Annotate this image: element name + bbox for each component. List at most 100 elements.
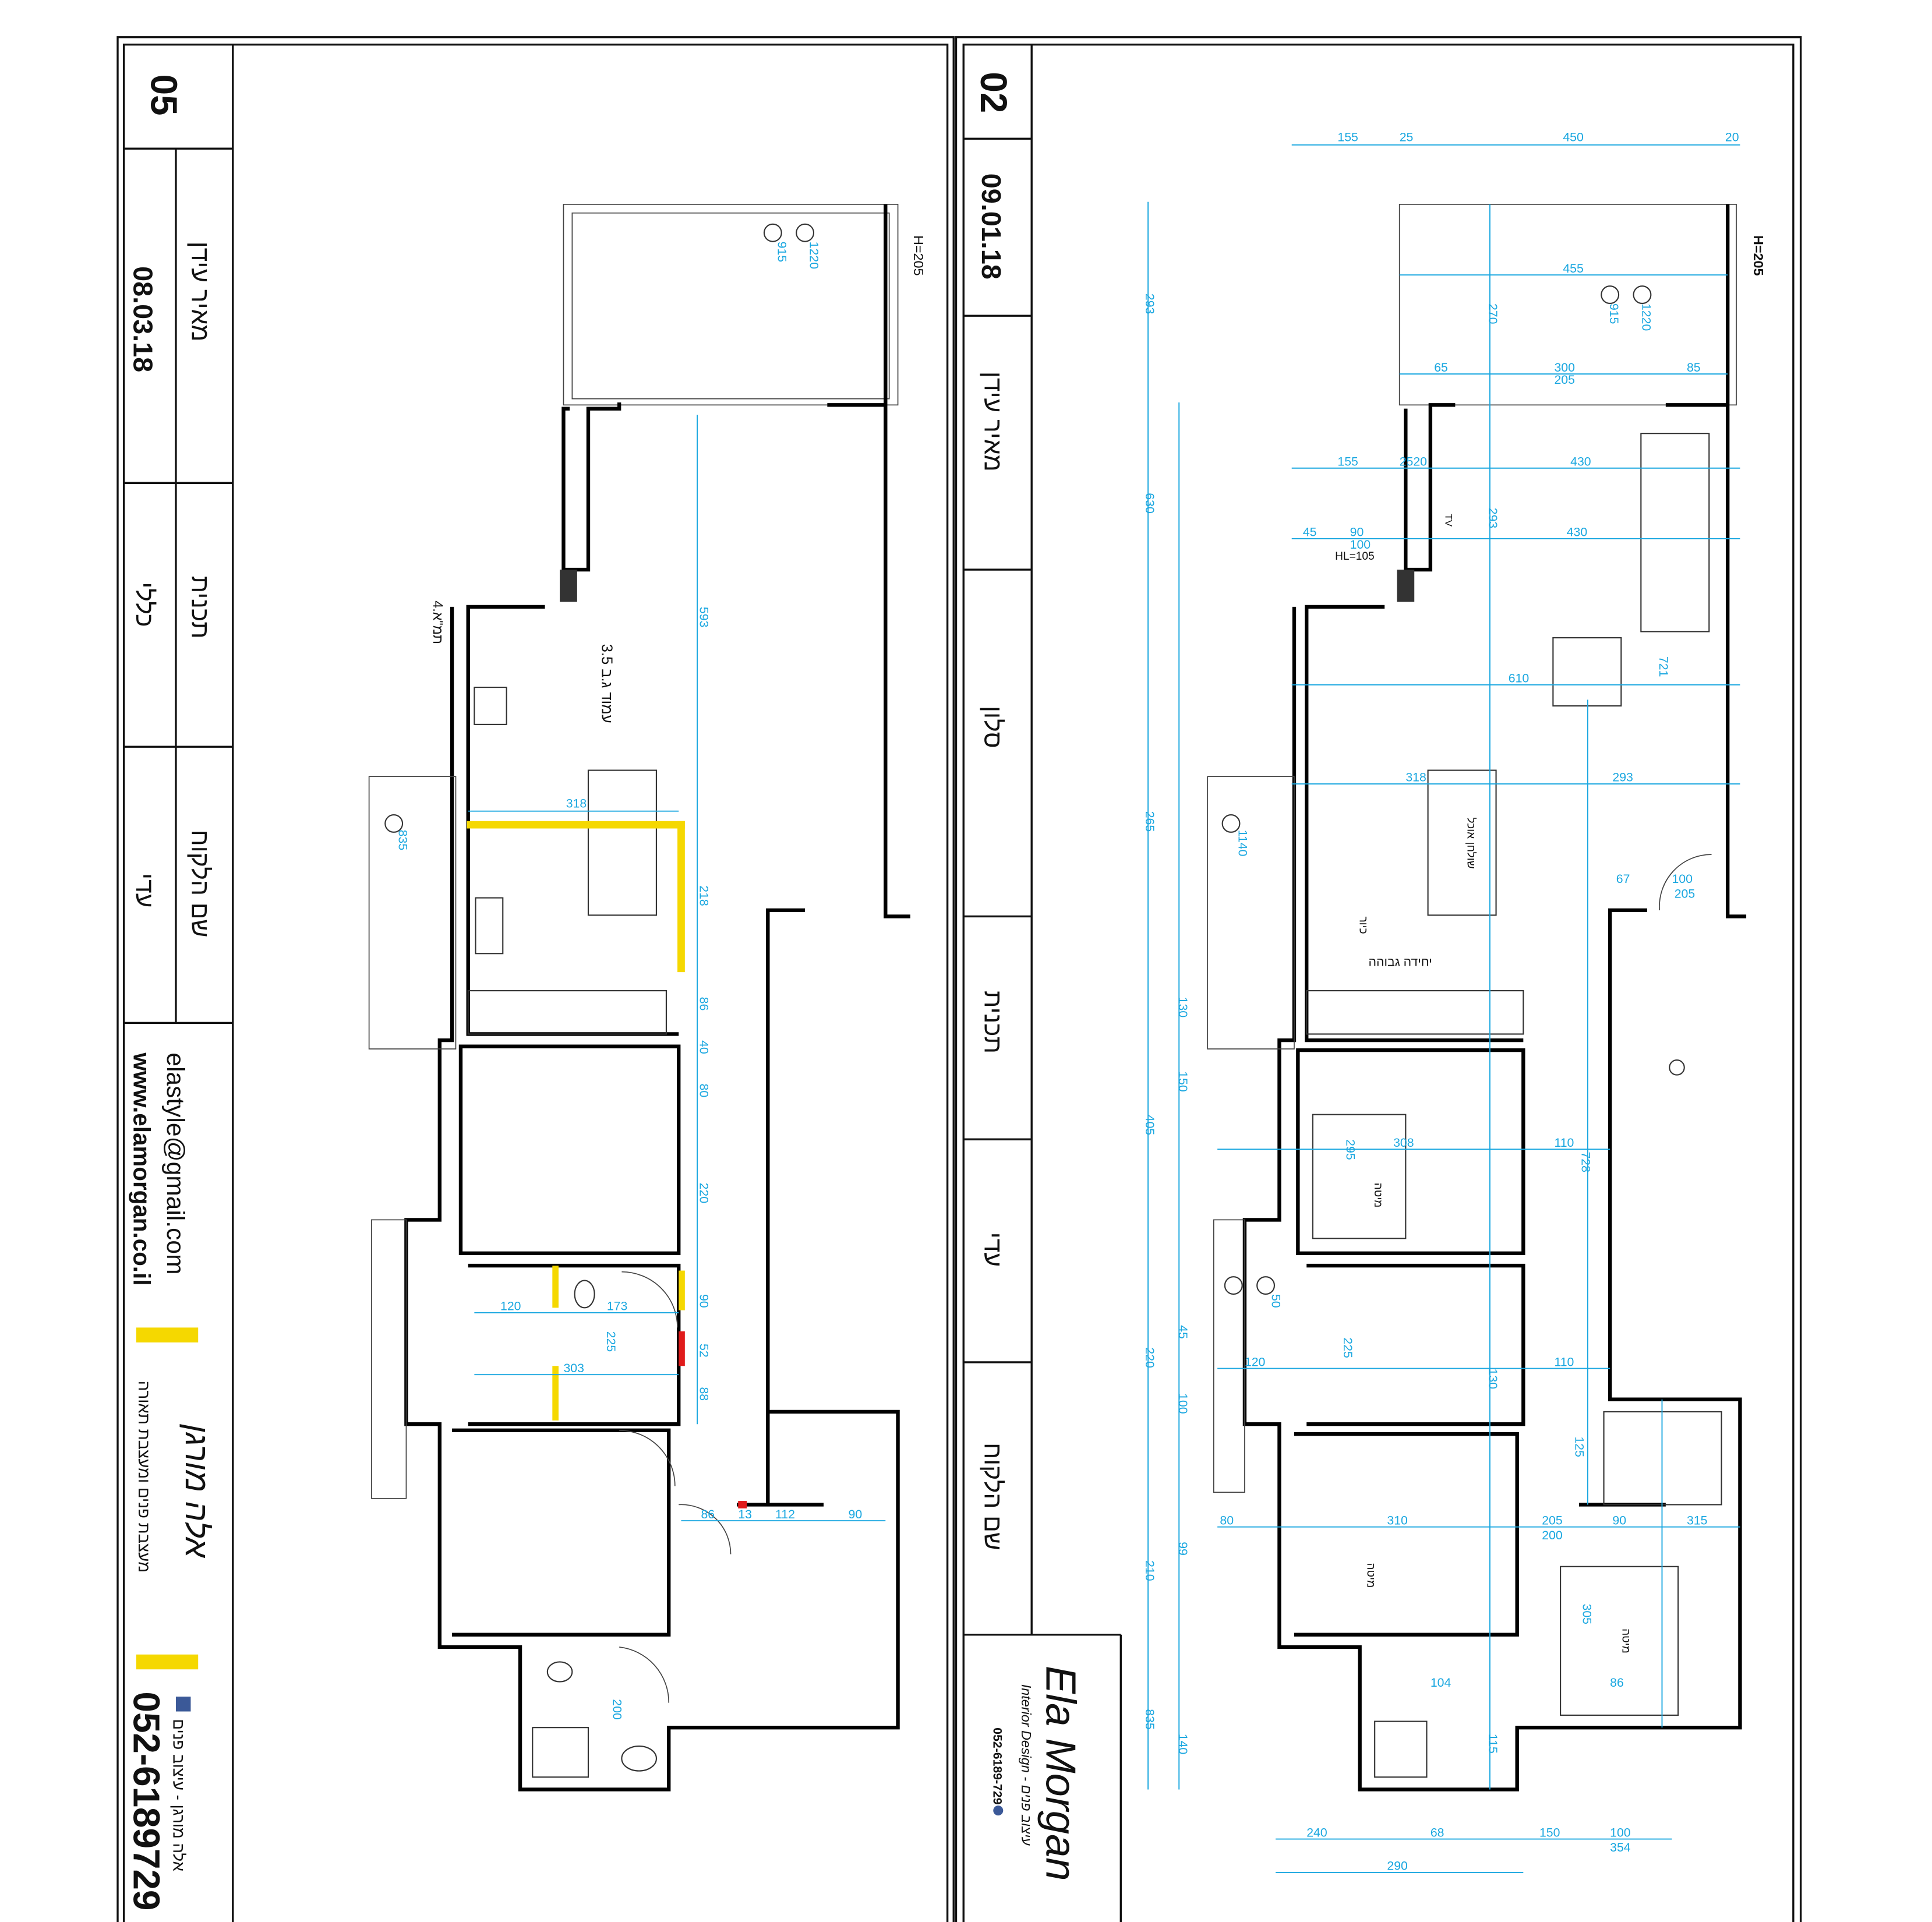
dimension-label: 318: [566, 796, 587, 810]
plan-value: כללי: [130, 582, 158, 627]
dimension-label: 13: [738, 1507, 752, 1521]
sheet-left-border: [116, 36, 955, 1922]
dimension-label: 20: [1725, 130, 1739, 144]
facebook-icon[interactable]: [993, 1806, 1004, 1816]
dimension-label: 354: [1610, 1840, 1631, 1854]
dimension-label: 2520: [1400, 454, 1427, 468]
dimension-label: 130: [1486, 1369, 1500, 1389]
dimension-label: 80: [1220, 1513, 1234, 1527]
dimension-label: 99: [1176, 1542, 1190, 1556]
dimension-label: 67: [1616, 872, 1630, 886]
sink-label: כיור: [1357, 916, 1369, 934]
client-value: עדי: [979, 1232, 1006, 1267]
dimension-label: 728: [1578, 1151, 1592, 1172]
dimension-label: 593: [697, 607, 711, 627]
plan-label: תכנית: [186, 576, 214, 639]
floor-plan-left: 915 1220 593 318 218 86 40 80 220 90 52 …: [368, 203, 926, 1792]
dimension-label: 112: [775, 1507, 795, 1521]
sheet-number: 02: [973, 72, 1015, 113]
dimension-label: 68: [1431, 1825, 1444, 1839]
brand-signature: אלה מורגן: [179, 1423, 215, 1558]
dimension-label: 240: [1306, 1825, 1327, 1839]
dimension-label: 290: [1387, 1859, 1407, 1873]
dimension-label: 455: [1563, 262, 1583, 275]
dimension-label: 293: [1143, 294, 1157, 314]
contact-website[interactable]: www.elamorgan.co.il: [129, 1052, 156, 1285]
sheet-left: 05 08.03.18 מאיר עידן כללי תכנית עדי שם …: [116, 36, 955, 1922]
bed-label: מיטה: [1364, 1563, 1376, 1588]
dimension-label: 315: [1687, 1513, 1707, 1527]
dimension-label: 155: [1337, 454, 1358, 468]
dimension-label: 86: [697, 997, 711, 1011]
dimension-label: 293: [1486, 508, 1500, 528]
sheet-date: 08.03.18: [128, 266, 158, 372]
dimension-label: 270: [1486, 303, 1500, 324]
contact-email[interactable]: elastyle@gmail.com: [161, 1052, 189, 1274]
dimension-label: 220: [697, 1183, 711, 1203]
dimension-label: 430: [1567, 525, 1587, 539]
wall-demolish: [679, 1331, 685, 1366]
client-label: שם הלקוח: [186, 830, 214, 938]
designer-name: מאיר עידן: [979, 372, 1006, 472]
dimension-label: 318: [1405, 771, 1426, 785]
height-note: H=205: [1751, 235, 1766, 276]
dimension-label: 915: [775, 242, 789, 262]
dimension-label: 721: [1656, 656, 1670, 677]
dimension-label: 140: [1176, 1734, 1190, 1754]
dimension-label: 80: [697, 1084, 711, 1098]
dimension-label: 100: [1176, 1393, 1190, 1414]
dimension-label: 300: [1554, 361, 1574, 374]
dimension-label: 52: [697, 1344, 711, 1358]
wall-highlight: [467, 821, 685, 829]
contact-phone[interactable]: 052-6189729: [126, 1692, 168, 1911]
accent-bar: [136, 1327, 199, 1342]
facebook-icon[interactable]: [175, 1697, 191, 1712]
dimension-label: 173: [607, 1299, 627, 1313]
sheet-number: 05: [143, 75, 185, 116]
dimension-label: 303: [563, 1361, 584, 1375]
dimension-label: 155: [1337, 130, 1358, 144]
dimension-label: 293: [1612, 771, 1633, 785]
dimension-label: 205: [1542, 1513, 1562, 1527]
facebook-page[interactable]: אלה מורגן - עיצוב פנים: [170, 1719, 188, 1871]
dimension-label: 125: [1573, 1436, 1587, 1457]
title-block-left: 05 08.03.18 מאיר עידן כללי תכנית עדי שם …: [123, 75, 233, 1911]
dimension-label: 308: [1393, 1136, 1414, 1150]
logo-phone: 052-6189-729: [990, 1727, 1004, 1805]
sheet-right: 02 09.01.18 מאיר עידן סלון תכנית עדי שם …: [955, 36, 1802, 1922]
sheet-right-border: [955, 36, 1802, 1922]
dimension-label: 225: [1341, 1337, 1355, 1358]
dimension-label: 110: [1554, 1355, 1574, 1369]
dimension-label: 220: [1143, 1347, 1157, 1368]
room-label: סלון: [979, 706, 1006, 748]
dimension-label: 200: [610, 1699, 624, 1719]
dimension-label: 205: [1675, 887, 1695, 901]
dimension-label: 90: [849, 1507, 863, 1521]
ceiling-point-icon: [384, 223, 815, 833]
dimension-label: 90: [1612, 1513, 1626, 1527]
dimension-label: 65: [1434, 361, 1448, 374]
dimension-label: 120: [1245, 1355, 1265, 1369]
dimension-label: 218: [697, 885, 711, 906]
dimension-label: 835: [1143, 1709, 1157, 1729]
dimension-label: 85: [1687, 361, 1701, 374]
client-value: עדי: [130, 873, 158, 907]
brand-tagline: מעצבת פנים ומעצבת תאורה: [135, 1381, 153, 1573]
dimension-label: 90: [1350, 525, 1364, 539]
title-block-right: 02 09.01.18 מאיר עידן סלון תכנית עדי שם …: [963, 72, 1084, 1881]
dimension-label: 150: [1176, 1071, 1190, 1091]
dimension-label: 430: [1570, 454, 1591, 468]
dimension-label: 86: [701, 1507, 715, 1521]
bed-label: מיטה: [1619, 1628, 1631, 1654]
bed-label: מיטה: [1372, 1183, 1384, 1208]
designer-name: מאיר עידן: [186, 242, 214, 342]
dimension-label: 90: [697, 1294, 711, 1308]
dimension-label: 130: [1176, 997, 1190, 1017]
dimension-label: 265: [1143, 811, 1157, 832]
logo-name: Ela Morgan: [1037, 1666, 1084, 1881]
height-note: H=205: [911, 235, 926, 276]
height-note: HL=105: [1335, 550, 1375, 563]
dimension-label: 915: [1607, 303, 1621, 324]
dimension-label: 630: [1143, 493, 1157, 513]
